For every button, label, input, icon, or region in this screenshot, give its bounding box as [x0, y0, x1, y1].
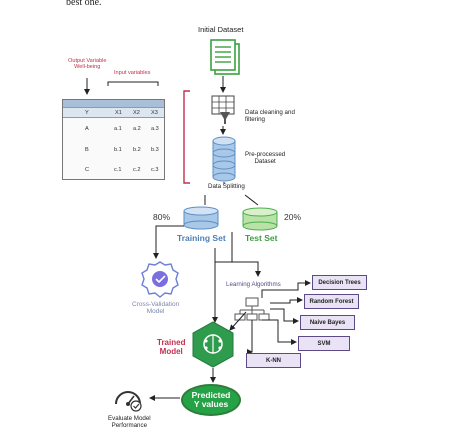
- algorithm-decision-trees: Decision Trees: [312, 275, 367, 290]
- table-cell: c.2: [133, 167, 141, 173]
- table-cell: b.2: [133, 147, 141, 153]
- database-icon: [212, 136, 236, 182]
- data-table: Y X1 X2 X3 A a.1 a.2 a.3 B b.1 b.2 b.3 C…: [62, 99, 165, 180]
- table-cell: b.3: [151, 147, 159, 153]
- table-cell: b.1: [114, 147, 122, 153]
- trained-model-label: Trained Model: [157, 338, 186, 356]
- training-set-label: Training Set: [177, 233, 226, 243]
- network-icon: [234, 297, 270, 321]
- gauge-icon: [115, 391, 142, 412]
- data-cleaning-label: Data cleaning and filtering: [245, 109, 295, 123]
- training-percent: 80%: [153, 212, 171, 222]
- table-cell: a.2: [133, 126, 141, 132]
- table-cell: A: [85, 126, 89, 132]
- evaluate-label: Evaluate Model Performance: [108, 415, 151, 429]
- table-cell: c.3: [151, 167, 159, 173]
- badge-check-icon: [141, 261, 179, 298]
- input-variables-label: Input variables: [114, 70, 151, 76]
- data-splitting-label: Data Splitting: [207, 183, 246, 191]
- test-set-icon: [242, 207, 278, 231]
- algorithm-naive-bayes: Naive Bayes: [300, 315, 355, 330]
- document-icon: [210, 39, 240, 75]
- header-text: best one.: [66, 0, 102, 8]
- bracket: [183, 90, 190, 184]
- table-cell: c.1: [114, 167, 122, 173]
- output-variable-label: Output Variable Well-being: [68, 58, 107, 71]
- table-header-row: Y X1 X2 X3: [63, 107, 164, 118]
- algorithm-random-forest: Random Forest: [304, 294, 359, 309]
- table-cell: a.1: [114, 126, 122, 132]
- preprocessed-label: Pre-processed Dataset: [245, 151, 286, 165]
- cross-validation-label: Cross-Validation Model: [132, 301, 180, 316]
- testing-percent: 20%: [284, 212, 302, 222]
- predicted-values-label: Predicted Y values: [191, 390, 231, 409]
- test-set-label: Test Set: [245, 233, 278, 243]
- brain-chip-icon: [192, 321, 234, 368]
- table-cell: C: [85, 167, 90, 173]
- table-cell: a.3: [151, 126, 159, 132]
- column-header: X3: [151, 109, 158, 116]
- algorithm-knn: K-NN: [246, 353, 301, 368]
- column-header: X1: [115, 109, 122, 116]
- column-header: Y: [85, 109, 89, 116]
- data-cleaning-icon: [211, 95, 235, 124]
- table-cell: B: [85, 147, 89, 153]
- initial-dataset-label: Initial Dataset: [198, 25, 244, 34]
- column-header: X2: [133, 109, 140, 116]
- algorithm-svm: SVM: [298, 336, 350, 351]
- predicted-values-node: Predicted Y values: [181, 384, 241, 416]
- training-set-icon: [183, 206, 219, 230]
- learning-algorithms-label: Learning Algorithms: [226, 281, 281, 288]
- table-title-bar: [63, 100, 164, 107]
